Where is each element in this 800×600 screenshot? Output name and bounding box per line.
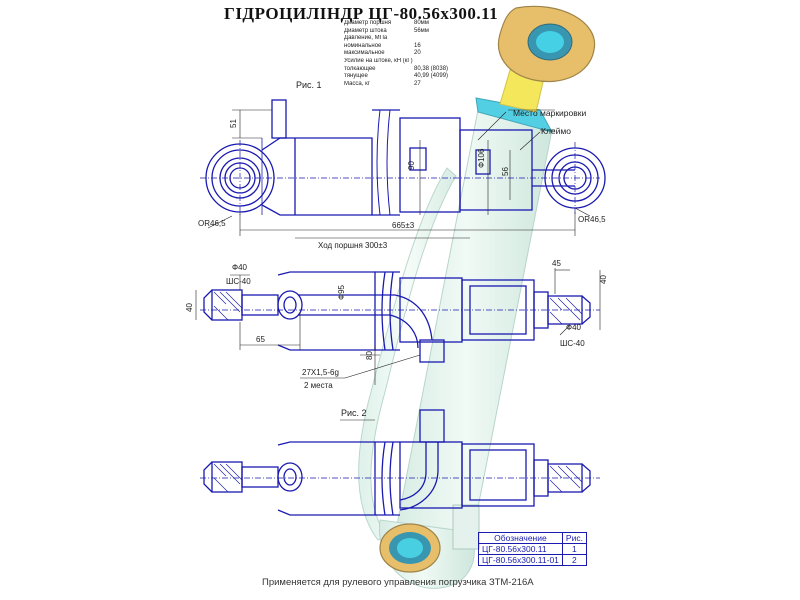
fig2-side-view xyxy=(200,409,600,516)
table-row: ЦГ-80.56х300.11 1 xyxy=(478,543,587,555)
marking-place-label: Место маркировки xyxy=(513,108,586,118)
table-cell: ЦГ-80.56х300.11-01 xyxy=(478,554,563,566)
dim-phi40-left: Ф40 xyxy=(232,263,248,272)
fig1-label: Рис. 1 xyxy=(296,80,322,90)
spec-row: Усилие на штоке, кН (кГ) xyxy=(344,57,413,64)
dim-40-right: 40 xyxy=(599,275,608,284)
cylinder-3d-render xyxy=(358,5,596,589)
dim-stroke: Ход поршня 300±3 xyxy=(318,241,388,250)
dim-shs-right: ШС-40 xyxy=(560,339,585,348)
table-cell: ЦГ-80.56х300.11 xyxy=(478,543,563,555)
dim-thread: 27Х1,5-6g xyxy=(302,368,339,377)
dim-shs-left: ШС-40 xyxy=(226,277,251,286)
dim-65: 65 xyxy=(256,335,265,344)
dim-phi95: Ф95 xyxy=(337,284,346,300)
mark-label: Клеймо xyxy=(541,126,571,136)
dimension-labels: Рис. 1 51 90 Ф106 56 ОR46,5 ОR46,5 665±3… xyxy=(185,80,608,418)
dim-radius-left: ОR46,5 xyxy=(198,219,226,228)
dim-90: 90 xyxy=(407,161,416,170)
usage-note: Применяется для рулевого управления погр… xyxy=(262,577,534,588)
dim-phi106: Ф106 xyxy=(477,148,486,168)
dim-51: 51 xyxy=(229,119,238,128)
dim-places: 2 места xyxy=(304,381,333,390)
table-header: Обозначение xyxy=(478,532,563,544)
dim-radius-right: ОR46,5 xyxy=(578,215,606,224)
table-cell: 1 xyxy=(561,543,587,555)
drawing-title: ГІДРОЦИЛІНДР ЦГ-80.56х300.11 xyxy=(224,4,499,23)
dim-40-left: 40 xyxy=(185,303,194,312)
lower-fitting-render xyxy=(452,504,480,550)
fig1-side-hatching xyxy=(213,291,583,325)
table-header: Рис. xyxy=(561,532,587,544)
cylinder-barrel-render xyxy=(395,109,553,549)
table-row: ЦГ-80.56х300.11-01 2 xyxy=(478,554,587,566)
dim-45: 45 xyxy=(552,259,561,268)
fig1-top-view xyxy=(200,99,606,216)
table-cell: 2 xyxy=(561,554,587,566)
dim-phi40-right: Ф40 xyxy=(566,323,582,332)
fig1-side-view xyxy=(200,271,600,363)
dim-56: 56 xyxy=(501,167,510,176)
designation-table: Обозначение Рис. ЦГ-80.56х300.11 1 ЦГ-80… xyxy=(478,532,587,566)
dim-80: 80 xyxy=(365,351,374,360)
fig1-side-dims xyxy=(195,268,601,385)
fig2-side-hatching xyxy=(213,463,583,493)
bottom-eye-bore-inner xyxy=(397,538,423,558)
fig1-dimension-lines xyxy=(207,109,591,239)
dim-length: 665±3 xyxy=(392,221,415,230)
fig2-label: Рис. 2 xyxy=(341,408,367,418)
top-eye-bore-inner xyxy=(536,31,564,53)
table-header-row: Обозначение Рис. xyxy=(478,532,587,544)
spec-row: Давление, МПа xyxy=(344,35,388,42)
